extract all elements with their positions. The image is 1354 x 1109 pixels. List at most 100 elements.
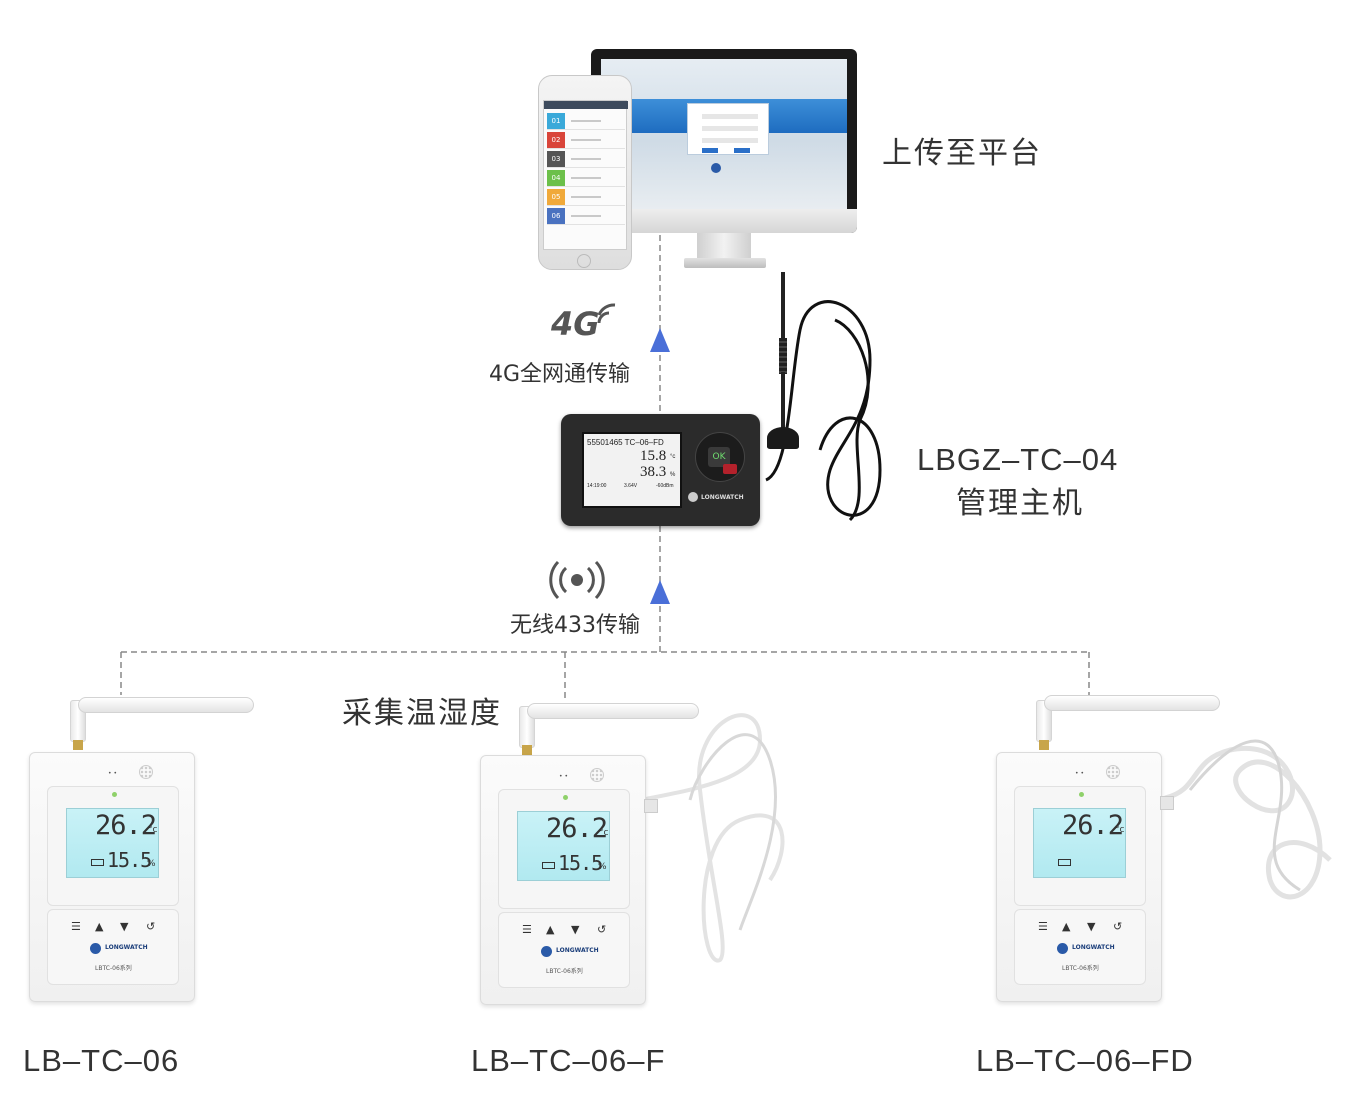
label-collect: 采集温湿度 xyxy=(342,696,502,731)
back-icon: ↺ xyxy=(597,923,607,936)
sensor-temp: 26.2 xyxy=(546,813,608,844)
host-ok-key: OK xyxy=(708,447,730,467)
host-brand: LONGWATCH xyxy=(701,494,744,501)
label-upload-platform: 上传至平台 xyxy=(882,136,1042,171)
status-led xyxy=(112,792,117,797)
host-lcd-temp: 15.8 xyxy=(640,448,667,464)
probe-jack xyxy=(1160,796,1174,810)
up-icon: ▲ xyxy=(1062,920,1071,933)
phone-menu-row: 03 xyxy=(547,151,625,168)
sensor-indicator-dots: • • xyxy=(108,770,117,777)
menu-icon: ☰ xyxy=(1038,920,1048,933)
sensor-3-model: LB–TC–06–FD xyxy=(976,1043,1194,1078)
down-icon: ▼ xyxy=(120,920,129,933)
desktop-monitor xyxy=(591,49,857,233)
sensor-humidity: 15.5 xyxy=(558,851,603,875)
wireless-icon xyxy=(549,560,605,600)
battery-icon xyxy=(1058,859,1071,866)
sensor-1-model: LB–TC–06 xyxy=(23,1043,180,1078)
phone-menu-number: 05 xyxy=(547,189,565,205)
phone-menu-line xyxy=(571,120,601,122)
back-icon: ↺ xyxy=(146,920,156,933)
sensor-brand: LONGWATCH xyxy=(1072,944,1115,951)
sensor-humidity-unit: % xyxy=(147,859,156,869)
phone-home-button xyxy=(577,254,591,268)
sensor-2-model: LB–TC–06–F xyxy=(471,1043,666,1078)
phone-menu-row: 01 xyxy=(547,113,625,130)
host-name-label: 管理主机 xyxy=(956,486,1084,521)
sensor-temp-unit: °c xyxy=(1115,825,1125,835)
sensor-2-antenna-joint xyxy=(522,745,532,755)
monitor-chin xyxy=(591,209,857,233)
phone-menu-line xyxy=(571,177,601,179)
sensor-1-antenna-joint xyxy=(73,740,83,750)
down-icon: ▼ xyxy=(571,923,580,936)
sensor-3-antenna-joint xyxy=(1039,740,1049,750)
back-icon: ↺ xyxy=(1113,920,1123,933)
host-lcd-hum-unit: % xyxy=(670,472,676,478)
sensor-temp: 26.2 xyxy=(95,810,157,841)
status-led xyxy=(563,795,568,800)
sensor-series: LBTC-06系列 xyxy=(1062,965,1099,972)
phone-menu-row: 04 xyxy=(547,170,625,187)
host-red-key xyxy=(723,464,737,474)
host-lcd: 55501465 TC–06–FD 15.8 °c 38.3 % 14:19:0… xyxy=(582,432,682,508)
sensor-keypad xyxy=(498,912,630,988)
platform-logo-icon xyxy=(711,163,721,173)
status-led xyxy=(1079,792,1084,797)
brand-logo-icon xyxy=(90,943,101,954)
phone-app-screen: 01 02 03 04 05 06 xyxy=(543,100,628,250)
buzzer-icon xyxy=(590,768,604,782)
sensor-brand: LONGWATCH xyxy=(556,947,599,954)
phone-menu-number: 06 xyxy=(547,208,565,224)
sensor-humidity-unit: % xyxy=(598,862,607,872)
phone-menu-line xyxy=(571,196,601,198)
host-lcd-voltage: 3.64V xyxy=(624,483,638,489)
sensor-temp: 26.2 xyxy=(1062,810,1124,841)
management-host-device: 55501465 TC–06–FD 15.8 °c 38.3 % 14:19:0… xyxy=(561,414,760,526)
host-lcd-time: 14:19:00 xyxy=(587,483,607,489)
menu-icon: ☰ xyxy=(522,923,532,936)
host-lcd-temp-unit: °c xyxy=(670,454,676,460)
phone-menu-number: 04 xyxy=(547,170,565,186)
sensor-brand: LONGWATCH xyxy=(105,944,148,951)
sensor-series: LBTC-06系列 xyxy=(95,965,132,972)
phone-menu-number: 03 xyxy=(547,151,565,167)
down-icon: ▼ xyxy=(1087,920,1096,933)
4g-icon: 4G xyxy=(551,303,621,347)
label-433-transmission: 无线433传输 xyxy=(510,613,640,638)
arrow-up-4g xyxy=(650,328,670,352)
sensor-indicator-dots: • • xyxy=(1075,770,1084,777)
smartphone: 01 02 03 04 05 06 xyxy=(538,75,632,270)
phone-menu-line xyxy=(571,215,601,217)
phone-menu-row: 02 xyxy=(547,132,625,149)
phone-menu-row: 06 xyxy=(547,208,625,225)
sensor-keypad xyxy=(47,909,179,985)
sensor-keypad xyxy=(1014,909,1146,985)
sensor-lcd: 26.2°c xyxy=(1033,808,1126,878)
sensor-temp-unit: °c xyxy=(148,825,158,835)
sensor-device-3: • • 26.2°c ☰ ▲ ▼ ↺ LONGWATCH LBTC-06系列 xyxy=(996,752,1174,1002)
buzzer-icon xyxy=(1106,765,1120,779)
login-box xyxy=(687,103,769,155)
sensor-3-antenna-rod xyxy=(1044,695,1220,711)
brand-logo-icon xyxy=(541,946,552,957)
buzzer-icon xyxy=(139,765,153,779)
4g-logo-text: 4G xyxy=(551,305,600,343)
monitor-stand xyxy=(697,233,751,261)
platform-login-screen xyxy=(601,59,847,209)
sensor-1-antenna-rod xyxy=(78,697,254,713)
menu-icon: ☰ xyxy=(71,920,81,933)
monitor-foot xyxy=(684,258,766,268)
phone-menu-number: 01 xyxy=(547,113,565,129)
sensor-series: LBTC-06系列 xyxy=(546,968,583,975)
phone-menu-line xyxy=(571,158,601,160)
host-logo-icon xyxy=(688,492,698,502)
arrow-up-433 xyxy=(650,580,670,604)
host-antenna xyxy=(767,272,799,462)
